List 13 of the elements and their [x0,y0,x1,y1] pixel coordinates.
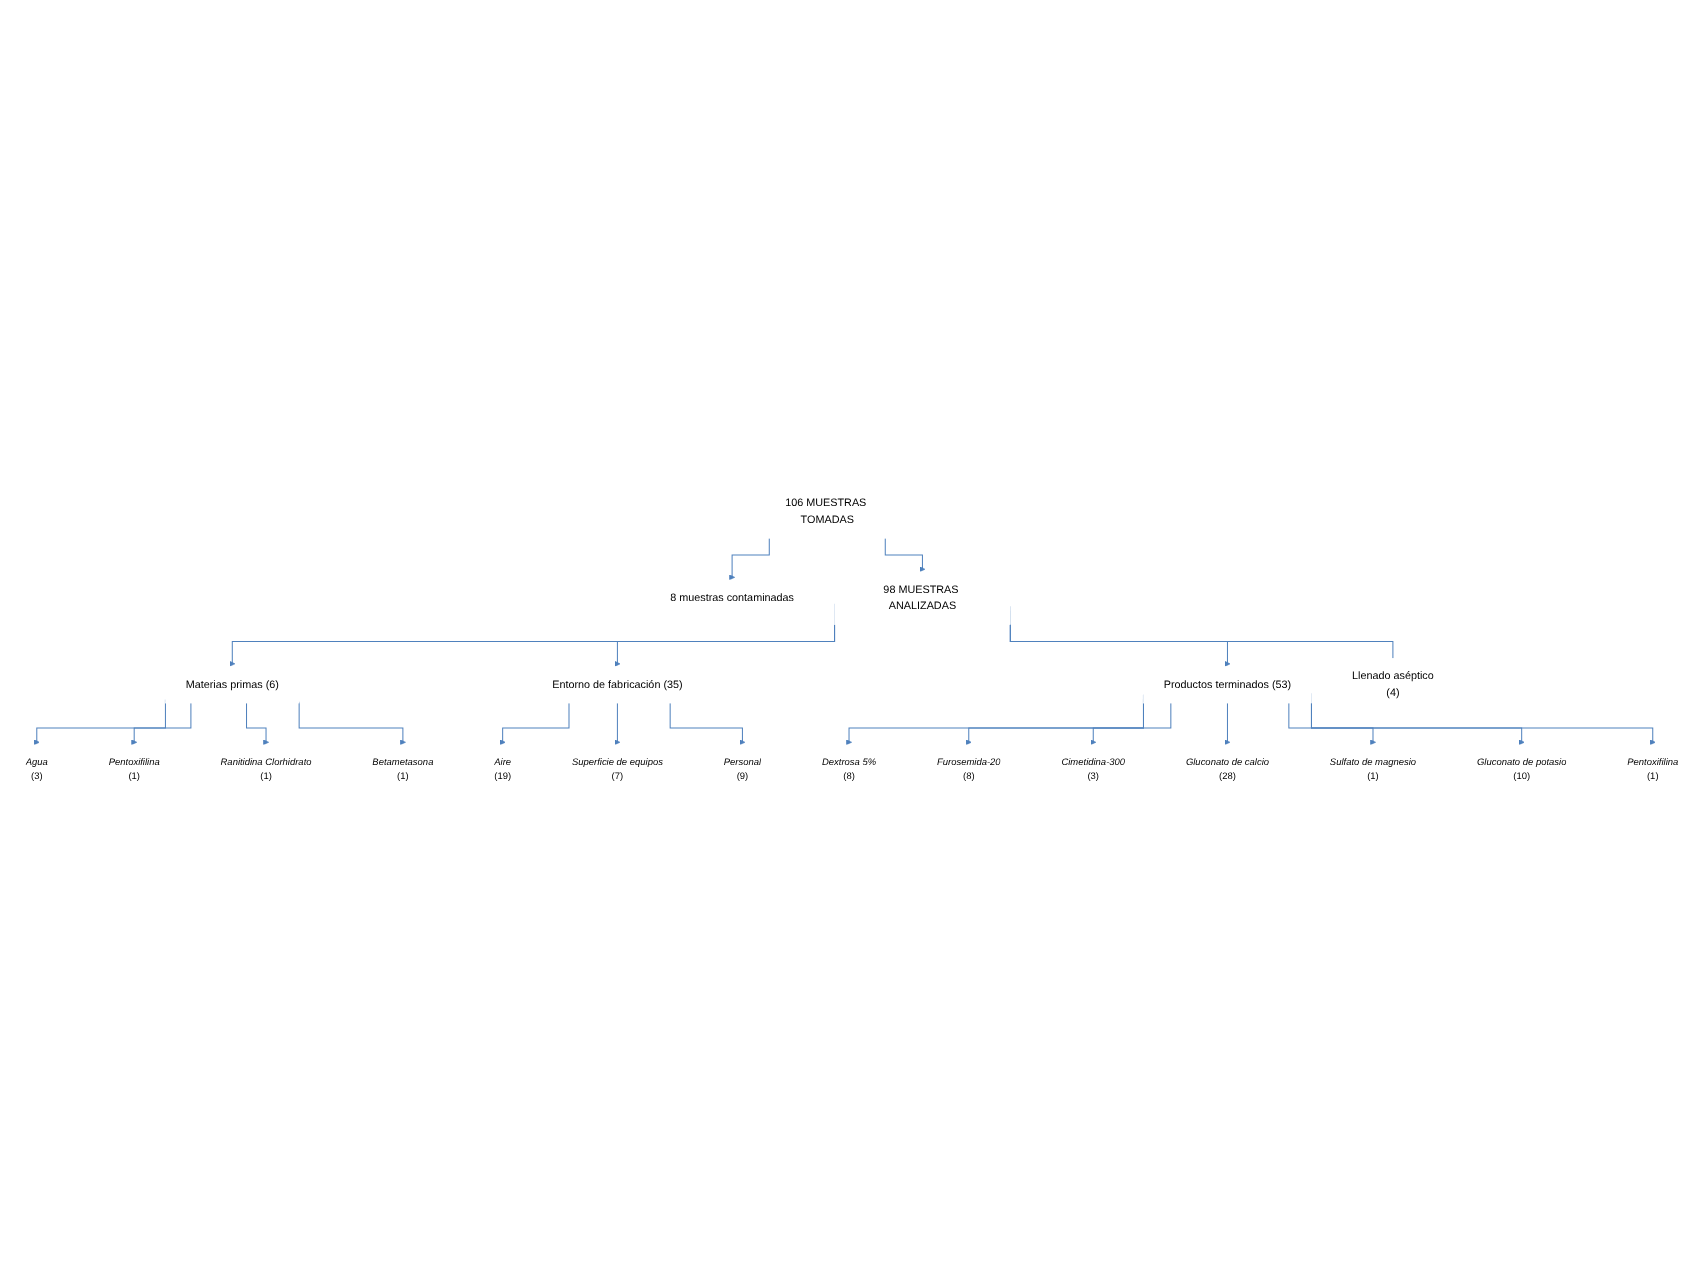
arrow [298,701,406,746]
arrow [499,703,570,746]
arrow [1224,703,1231,746]
arrow [1288,703,1376,746]
arrow [965,698,1144,746]
arrow [729,538,770,581]
arrow [614,703,621,746]
arrow [1090,703,1172,746]
arrow [131,703,192,746]
arrow [246,703,269,746]
arrow [669,703,746,746]
arrow [33,699,166,746]
arrow [884,538,926,573]
